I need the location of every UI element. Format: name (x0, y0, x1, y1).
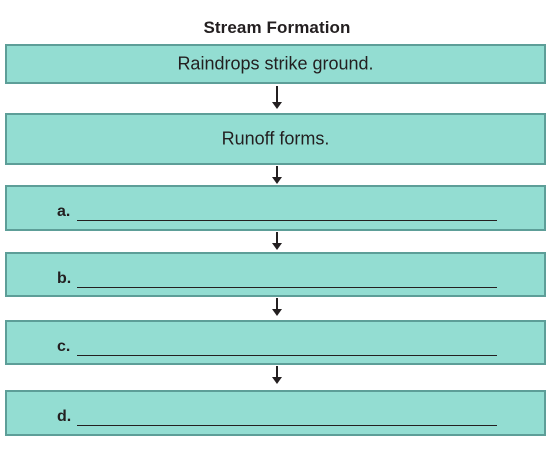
down-arrow-4 (272, 298, 282, 318)
flow-box-runoff: Runoff forms. (5, 113, 546, 165)
flow-box-blank-d: d. (5, 390, 546, 436)
flow-box-raindrops: Raindrops strike ground. (5, 44, 546, 84)
flow-box-text: Raindrops strike ground. (177, 53, 374, 74)
down-arrow-3 (272, 232, 282, 252)
down-arrow-2 (272, 166, 282, 186)
answer-line-d[interactable] (77, 425, 497, 426)
flow-box-text: Runoff forms. (221, 128, 330, 149)
down-arrow-5 (272, 366, 282, 386)
diagram-title: Stream Formation (203, 18, 351, 37)
blank-label-b: b. (57, 270, 72, 287)
blank-label-c: c. (57, 338, 71, 355)
blank-label-d: d. (57, 408, 72, 425)
answer-line-a[interactable] (77, 220, 497, 221)
answer-line-b[interactable] (77, 287, 497, 288)
flow-box-blank-c: c. (5, 320, 546, 365)
flow-box-blank-a: a. (5, 185, 546, 231)
down-arrow-1 (272, 86, 282, 111)
blank-label-a: a. (57, 203, 71, 220)
flow-box-blank-b: b. (5, 252, 546, 297)
answer-line-c[interactable] (77, 355, 497, 356)
